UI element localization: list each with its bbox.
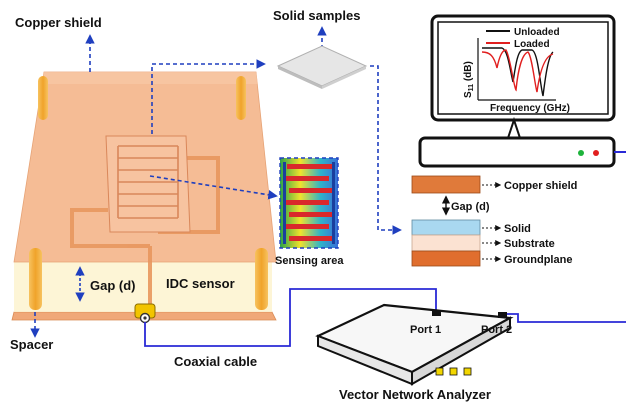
stack-substrate	[411, 234, 481, 252]
vna-device	[315, 303, 626, 386]
label-gap-left: Gap (d)	[90, 278, 136, 293]
vna-side	[411, 316, 511, 386]
legend-loaded: Loaded	[514, 39, 550, 50]
coax-connector	[134, 303, 156, 324]
label-coaxial-cable: Coaxial cable	[174, 354, 257, 369]
monitor-stand	[506, 116, 522, 139]
monitor-ylabel: S11 (dB)	[463, 61, 475, 98]
spacer-back-left	[38, 76, 48, 120]
legend-unloaded: Unloaded	[514, 27, 560, 38]
label-port1: Port 1	[410, 324, 441, 336]
solid-sample	[276, 45, 368, 89]
vna-key-2	[449, 367, 458, 376]
stack-groundplane	[411, 250, 481, 267]
led-green-icon	[578, 150, 584, 156]
stack-label-substrate: Substrate	[504, 238, 555, 250]
sensing-area-inset	[279, 157, 339, 249]
label-solid-samples: Solid samples	[273, 8, 360, 23]
port1-connector	[432, 310, 441, 316]
layer-stack	[411, 175, 502, 267]
monitor-base	[418, 136, 616, 168]
spacer-back-right	[236, 76, 246, 120]
idc-sensor	[105, 135, 191, 233]
led-red-icon	[593, 150, 599, 156]
label-vna: Vector Network Analyzer	[339, 387, 491, 402]
sensor-assembly	[11, 71, 277, 324]
label-copper-shield: Copper shield	[15, 15, 102, 30]
stack-label-gap: Gap (d)	[451, 201, 490, 213]
vna-key-3	[463, 367, 472, 376]
coaxial-cable-line	[144, 288, 437, 347]
s11-axes	[477, 38, 556, 101]
monitor	[418, 14, 626, 168]
stack-solid	[411, 219, 481, 236]
stack-copper-shield	[411, 175, 481, 194]
stack-label-solid: Solid	[504, 223, 531, 235]
port2-connector	[498, 312, 507, 318]
label-spacer: Spacer	[10, 337, 53, 352]
curve-unloaded	[482, 47, 554, 97]
port2-cable	[507, 313, 626, 323]
spacer-front-right	[255, 248, 268, 310]
vna-key-1	[435, 367, 444, 376]
dashed-pointers	[30, 26, 402, 338]
curve-loaded	[481, 49, 554, 93]
stack-label-groundplane: Groundplane	[504, 254, 572, 266]
monitor-screen	[437, 21, 609, 115]
label-idc-sensor: IDC sensor	[166, 276, 235, 291]
stack-label-copper-shield: Copper shield	[504, 180, 577, 192]
label-port2: Port 2	[481, 324, 512, 336]
monitor-xlabel: Frequency (GHz)	[490, 103, 570, 114]
spacer-front-left	[29, 248, 42, 310]
label-sensing-area: Sensing area	[275, 255, 344, 267]
